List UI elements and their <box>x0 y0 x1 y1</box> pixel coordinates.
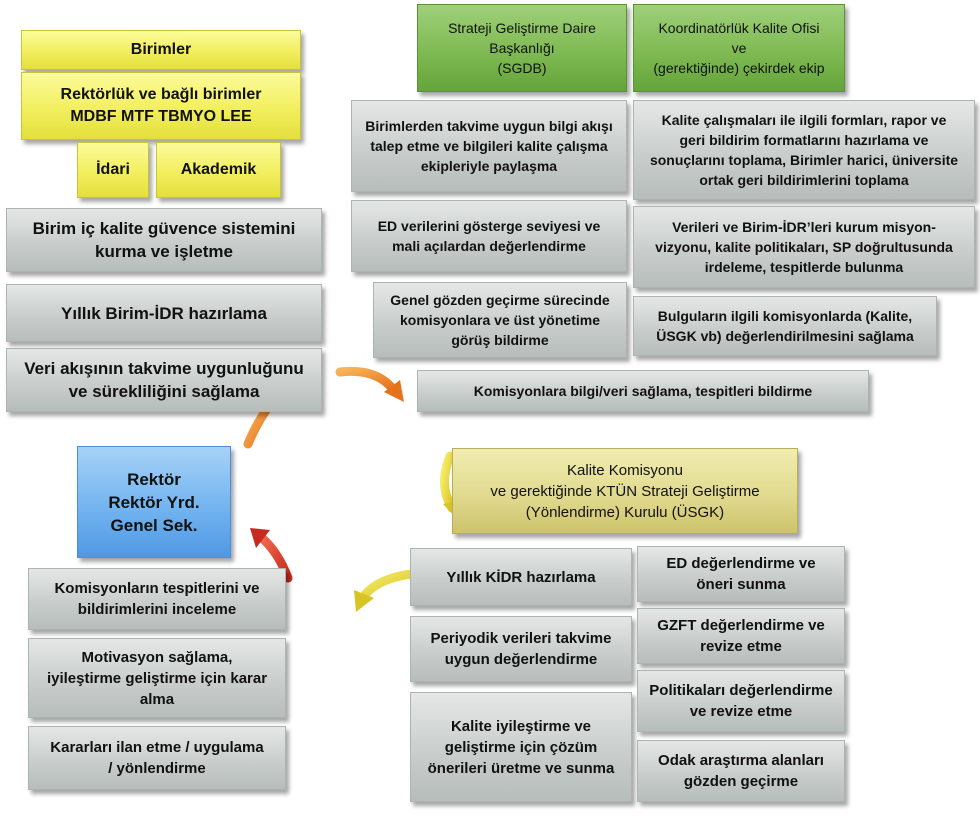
rektor-task-2: Motivasyon sağlama, iyileştirme geliştir… <box>28 638 286 718</box>
sgdb-task-3: Genel gözden geçirme sürecinde komisyonl… <box>373 282 627 358</box>
birimler-title-box: Birimler <box>21 30 301 70</box>
left-task-3: Veri akışının takvime uygunluğunu ve sür… <box>6 348 322 412</box>
komisyon-right-task-2: GZFT değerlendirme ve revize etme <box>637 608 845 664</box>
rektor-task-1: Komisyonların tespitlerini ve bildirimle… <box>28 568 286 630</box>
arrow-head <box>384 380 404 402</box>
idari-label: İdari <box>96 161 130 178</box>
rektor-box: Rektör Rektör Yrd. Genel Sek. <box>77 446 231 558</box>
akademik-box: Akademik <box>156 142 281 198</box>
sgdb-task-1: Birimlerden takvime uygun bilgi akışı ta… <box>351 100 627 192</box>
birimler-units: Rektörlük ve bağlı birimler MDBF MTF TBM… <box>60 86 262 125</box>
kalite-komisyonu-box: Kalite Komisyonu ve gerektiğinde KTÜN St… <box>452 448 798 534</box>
komisyon-right-task-4: Odak araştırma alanları gözden geçirme <box>637 740 845 802</box>
arrow-head <box>354 590 374 612</box>
sgdb-title: Strateji Geliştirme Daire Başkanlığı (SG… <box>448 20 596 76</box>
kko-task-3: Bulguların ilgili komisyonlarda (Kalite,… <box>633 296 937 356</box>
akademik-label: Akademik <box>180 161 257 178</box>
left-task-2: Yıllık Birim-İDR hazırlama <box>6 284 322 342</box>
komisyon-task-1: Yıllık KİDR hazırlama <box>410 548 632 606</box>
sgdb-task-2: ED verilerini gösterge seviyesi ve mali … <box>351 200 627 272</box>
arrow-to-rektor <box>257 533 293 583</box>
sgdb-title-box: Strateji Geliştirme Daire Başkanlığı (SG… <box>417 4 627 92</box>
kko-title-box: Koordinatörlük Kalite Ofisi ve (gerektiğ… <box>633 4 845 92</box>
left-task-1: Birim iç kalite güvence sistemini kurma … <box>6 208 322 272</box>
kko-task-1: Kalite çalışmaları ile ilgili formları, … <box>633 100 975 200</box>
idari-box: İdari <box>77 142 149 198</box>
kalite-komisyonu-label: Kalite Komisyonu ve gerektiğinde KTÜN St… <box>490 461 760 521</box>
komisyon-right-task-3: Politikaları değerlendirme ve revize etm… <box>637 670 845 732</box>
arrow-to-komisyon-bilgi <box>335 366 397 393</box>
arrow-to-rektor-tasks <box>359 569 417 601</box>
birimler-units-box: Rektörlük ve bağlı birimler MDBF MTF TBM… <box>21 72 301 140</box>
rektor-task-3: Kararları ilan etme / uygulama / yönlend… <box>28 726 286 790</box>
komisyon-right-task-1: ED değerlendirme ve öneri sunma <box>637 546 845 602</box>
kko-title: Koordinatörlük Kalite Ofisi ve (gerektiğ… <box>653 20 825 76</box>
arrow-head <box>250 528 270 548</box>
birimler-title: Birimler <box>130 41 192 58</box>
rektor-label: Rektör Rektör Yrd. Genel Sek. <box>108 469 200 535</box>
kko-task-2: Verileri ve Birim-İDR’leri kurum misyon-… <box>633 206 975 288</box>
komisyon-task-3: Kalite iyileştirme ve geliştirme için çö… <box>410 692 632 802</box>
komisyon-bilgi-box: Komisyonlara bilgi/veri sağlama, tespitl… <box>417 370 869 412</box>
komisyon-task-2: Periyodik verileri takvime uygun değerle… <box>410 616 632 682</box>
komisyon-bilgi-label: Komisyonlara bilgi/veri sağlama, tespitl… <box>473 383 813 399</box>
arrow-to-kalite-komisyonu <box>440 451 457 513</box>
